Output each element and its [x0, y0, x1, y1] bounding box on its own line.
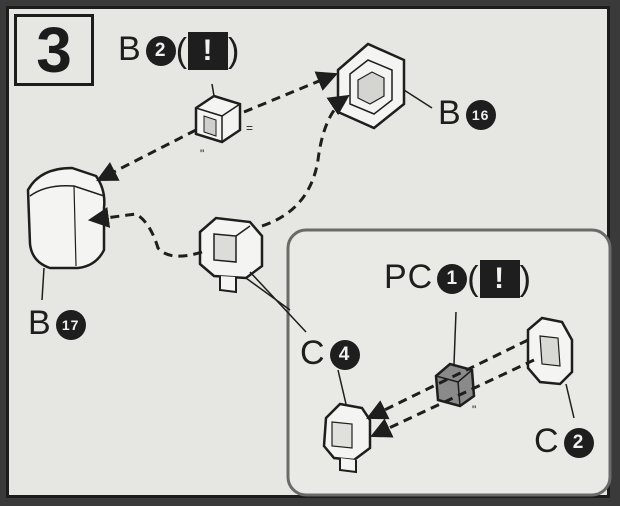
label-c4-number: 4: [329, 340, 360, 371]
label-pc1-number: 1: [437, 264, 468, 295]
svg-text:=: =: [246, 121, 253, 135]
part-b16: [336, 42, 433, 130]
label-b2-letter: B: [118, 30, 142, 68]
step-number-box: 3: [14, 14, 94, 86]
arrow-b2-to-b16: [243, 71, 338, 114]
label-c4-letter: C: [300, 334, 326, 372]
label-b17-number: 17: [55, 310, 86, 341]
arrow-c4-to-b17: [87, 207, 203, 258]
label-b16-letter: B: [438, 94, 462, 132]
label-b17-letter: B: [28, 304, 52, 342]
arrow-c4-to-b16: [261, 94, 350, 228]
label-pc1-letter: PC: [384, 258, 434, 296]
part-c2: [526, 316, 575, 419]
label-c2-letter: C: [534, 422, 560, 460]
part-pc1: ": [434, 311, 476, 417]
label-pc1-open-paren: (: [467, 260, 480, 299]
svg-text:": ": [472, 403, 476, 417]
label-b2-close-paren: ): [228, 32, 241, 71]
warning-icon: !: [479, 260, 520, 299]
part-c4-assembled: [198, 216, 307, 333]
label-b2-open-paren: (: [175, 32, 189, 71]
arrow-b2-to-b17: [96, 128, 197, 182]
label-pc1-close-paren: ): [519, 260, 532, 299]
label-b2-number: 2: [145, 36, 176, 67]
part-b17: [26, 166, 106, 301]
svg-text:": ": [200, 147, 204, 161]
label-c2-number: 2: [563, 428, 594, 459]
step-number: 3: [36, 14, 72, 86]
label-b16-number: 16: [465, 100, 496, 131]
warning-icon: !: [188, 32, 229, 71]
part-c4-inset: [322, 369, 372, 474]
part-b2: = ": [194, 83, 253, 161]
